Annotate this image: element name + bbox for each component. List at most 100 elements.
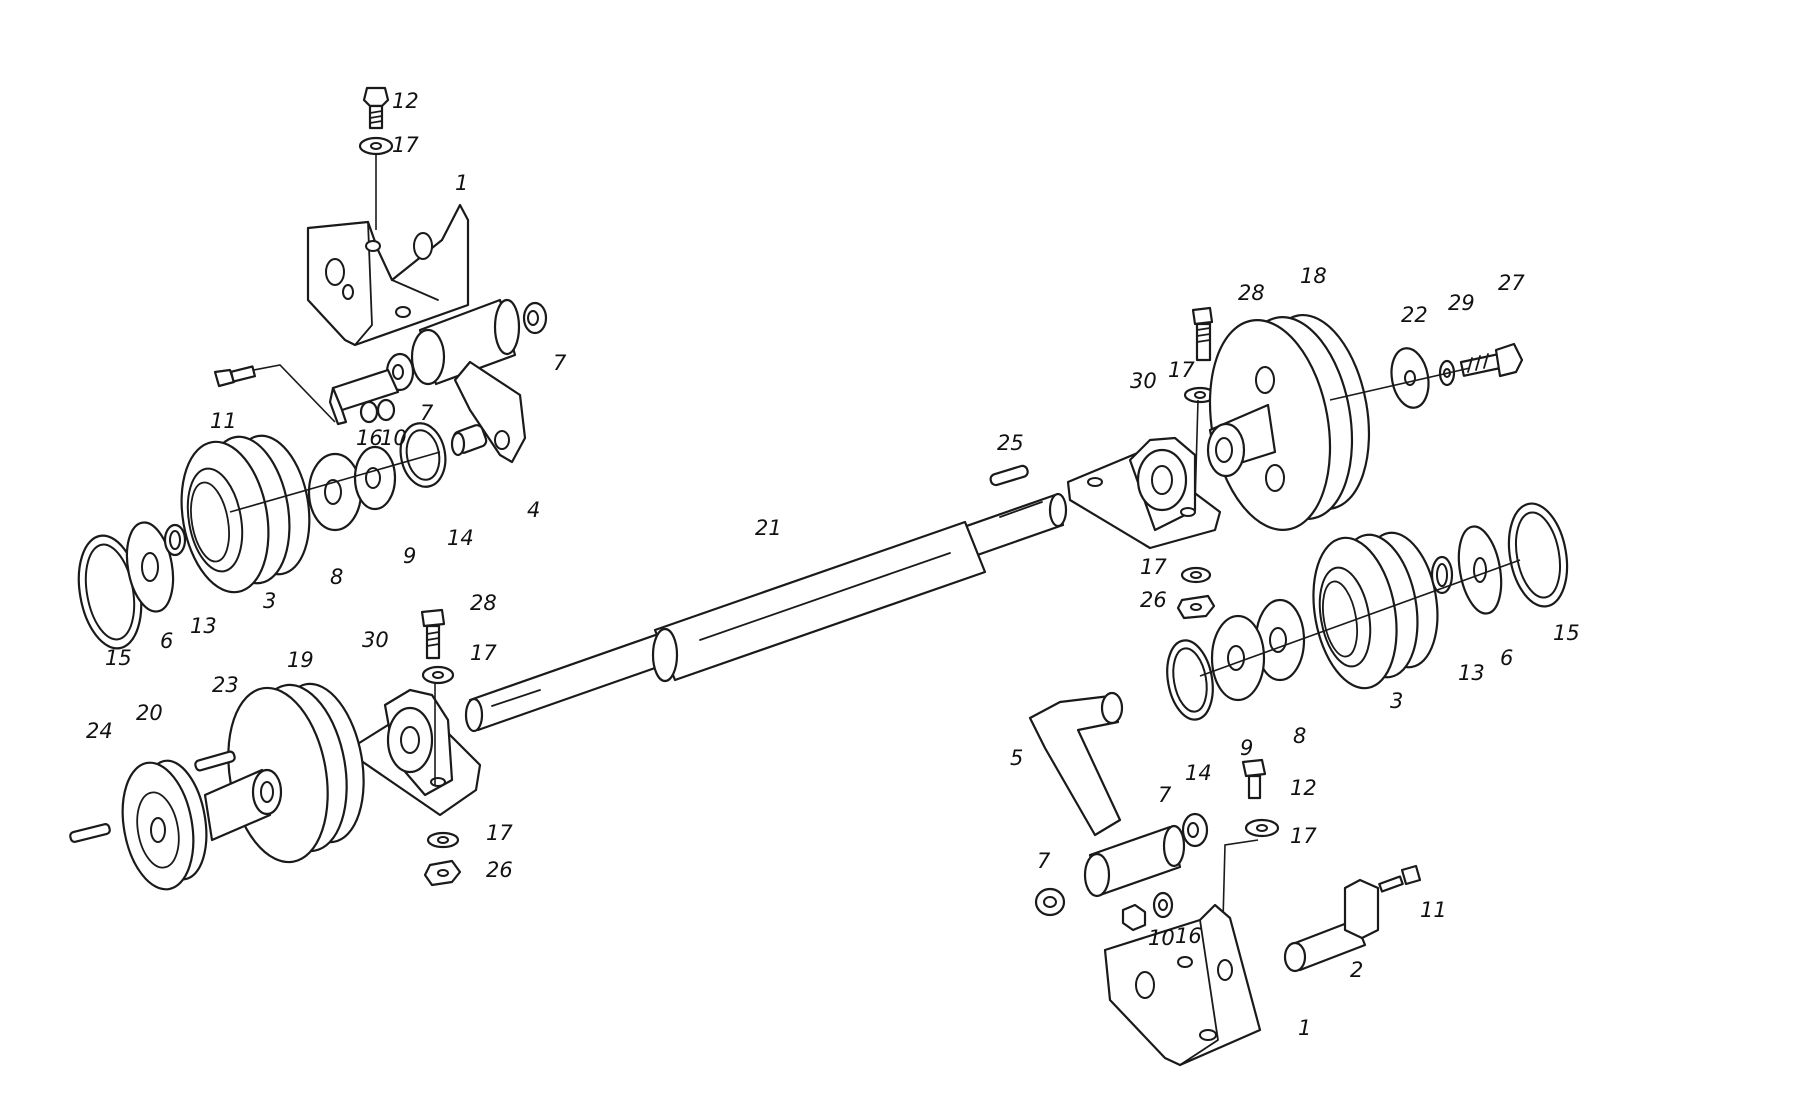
callout-c-1-top: 1 <box>455 171 468 195</box>
bolt-right-28 <box>1191 306 1214 362</box>
callout-c-20: 20 <box>136 701 163 725</box>
callout-c-29: 29 <box>1448 291 1475 315</box>
pulley-left-3 <box>180 434 311 594</box>
bolt-right-11 <box>1378 864 1422 893</box>
callout-c-14-left: 14 <box>447 526 474 550</box>
callout-c-3-right: 3 <box>1390 689 1403 713</box>
callout-c-27: 27 <box>1498 271 1525 295</box>
callout-c-10-left: 10 <box>380 426 407 450</box>
bearing-block-right <box>1066 436 1222 550</box>
callout-c-1-right: 1 <box>1298 1016 1311 1040</box>
callout-c-25: 25 <box>997 431 1024 455</box>
bearing-left-9 <box>353 445 397 511</box>
pin-block-left <box>328 368 400 426</box>
disc-right-6 <box>1457 525 1503 615</box>
circlip-left-outer <box>77 534 143 650</box>
callout-c-8-right: 8 <box>1293 724 1306 748</box>
key-left-24 <box>69 823 111 843</box>
washer-left-17-low <box>426 831 460 849</box>
disc-left-6 <box>125 521 175 613</box>
pivot-arm-left <box>410 298 527 464</box>
bracket-top-left <box>306 203 470 347</box>
callout-c-2: 2 <box>1350 958 1363 982</box>
callout-c-30-left: 30 <box>362 628 389 652</box>
bearing-block-left <box>354 688 482 817</box>
bolt-right-12 <box>1241 758 1267 800</box>
pulley-left-19 <box>203 682 365 864</box>
callout-c-7-right-low: 7 <box>1037 849 1051 873</box>
snap-ring-right-13 <box>1430 555 1454 595</box>
callout-c-16-right: 16 <box>1175 924 1202 948</box>
key <box>989 464 1029 487</box>
callout-c-13-right: 13 <box>1458 661 1485 685</box>
circlip-right-15 <box>1507 502 1569 608</box>
callout-c-14-right: 14 <box>1185 761 1212 785</box>
callout-c-12-top: 12 <box>392 89 419 113</box>
main-shaft <box>464 492 1068 733</box>
callout-c-13-left: 13 <box>190 614 217 638</box>
callout-c-30-right: 30 <box>1130 369 1157 393</box>
callout-c-28-top: 28 <box>1238 281 1265 305</box>
nut-left-small <box>359 398 396 424</box>
callout-c-10-right: 10 <box>1148 926 1175 950</box>
callout-c-26-left: 26 <box>486 858 513 882</box>
callout-c-21: 21 <box>755 516 782 540</box>
bolt-left-small <box>213 365 256 388</box>
spacer-right-7-low <box>1034 887 1066 917</box>
callout-c-19: 19 <box>287 648 314 672</box>
callout-c-17-right-bottom: 17 <box>1290 824 1317 848</box>
bearing-left-8 <box>307 452 363 532</box>
bolt-top <box>362 86 390 130</box>
pulley-left-20 <box>121 759 208 891</box>
callout-c-28-left: 28 <box>470 591 497 615</box>
callout-c-6-left: 6 <box>160 629 173 653</box>
key-left-23 <box>194 750 236 772</box>
callout-c-17-top: 17 <box>392 133 419 157</box>
callout-c-11-right: 11 <box>1420 898 1447 922</box>
bolt-right-27 <box>1459 342 1524 378</box>
bracket-bottom-right <box>1103 903 1262 1067</box>
callout-c-8-left: 8 <box>330 565 343 589</box>
callout-c-17-mid: 17 <box>1168 358 1195 382</box>
callout-c-16-left: 16 <box>356 426 383 450</box>
pulley-right-18 <box>1206 313 1371 531</box>
nut-right-10 <box>1121 903 1147 932</box>
washer-right-17-under <box>1180 566 1212 584</box>
callout-c-6-right: 6 <box>1500 646 1513 670</box>
callout-c-22: 22 <box>1401 303 1428 327</box>
callout-c-9-left: 9 <box>403 544 416 568</box>
callout-c-9-right: 9 <box>1240 736 1253 760</box>
spacer-right-7-mid <box>1181 812 1209 848</box>
spacer-top-right <box>522 301 548 335</box>
bearing-right-9 <box>1210 614 1266 702</box>
callout-c-12-right: 12 <box>1290 776 1317 800</box>
callout-c-18: 18 <box>1300 264 1327 288</box>
callout-c-23: 23 <box>212 673 239 697</box>
callout-c-24: 24 <box>86 719 113 743</box>
callout-c-7-left: 7 <box>420 401 434 425</box>
callout-c-15-left: 15 <box>105 646 132 670</box>
washer-left-17-mid <box>421 665 455 685</box>
callout-c-11-left: 11 <box>210 409 237 433</box>
callout-c-26-right: 26 <box>1140 588 1167 612</box>
pivot-arm-right <box>1028 691 1186 898</box>
callout-c-3-left: 3 <box>263 589 276 613</box>
callout-c-17-left-low: 17 <box>486 821 513 845</box>
callout-c-17-left-mid: 17 <box>470 641 497 665</box>
pin-right-2 <box>1283 878 1380 973</box>
callout-c-17-right-low: 17 <box>1140 555 1167 579</box>
nut-right-26 <box>1176 594 1216 620</box>
washer-right-16 <box>1152 891 1174 919</box>
washer-top <box>358 136 394 156</box>
circlip-right-14 <box>1166 639 1214 721</box>
callout-c-4: 4 <box>527 498 540 522</box>
bolt-left-28 <box>420 608 446 660</box>
washer-right-17-bottom <box>1244 818 1280 838</box>
nut-left-26 <box>423 859 462 887</box>
pulley-right-3 <box>1312 531 1439 690</box>
callout-c-7-top-right: 7 <box>553 351 567 375</box>
callout-c-15-right: 15 <box>1553 621 1580 645</box>
